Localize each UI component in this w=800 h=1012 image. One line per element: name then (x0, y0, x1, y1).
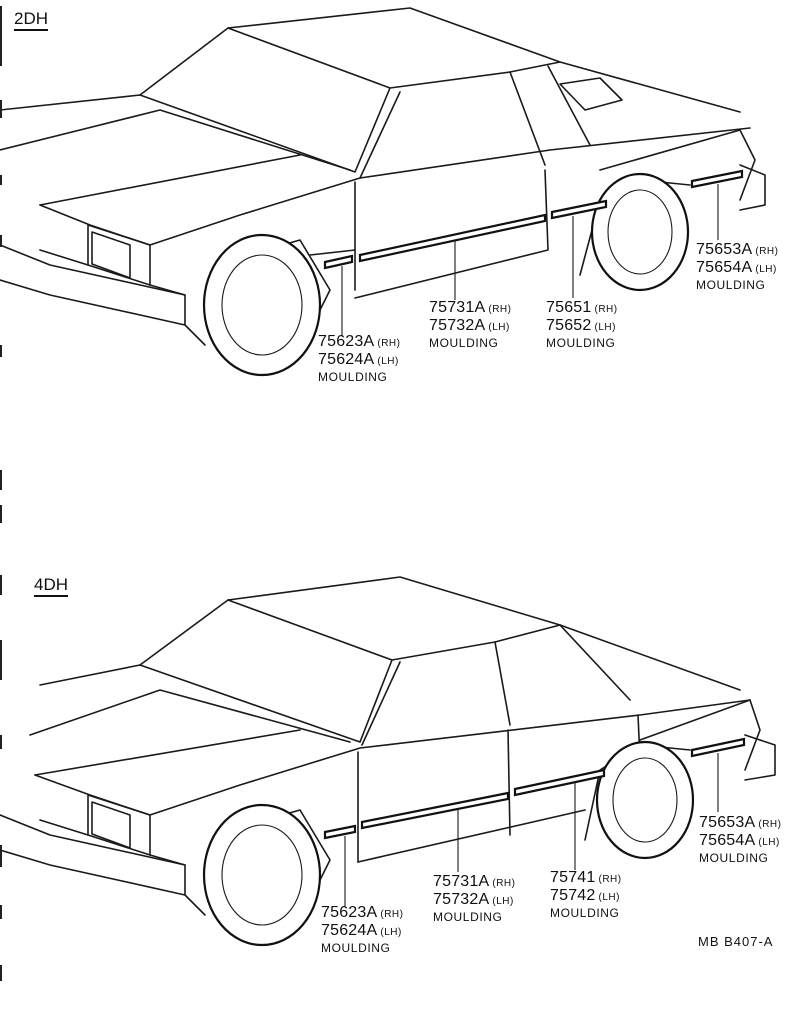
edge-mark (0, 640, 2, 680)
side-lh: (LH) (758, 837, 780, 848)
edge-mark (0, 905, 2, 919)
callout-rear-4dh: 75653A(RH) 75654A(LH) MOULDING (699, 814, 782, 866)
edge-mark (0, 575, 2, 595)
edge-mark (0, 965, 2, 981)
edge-mark (0, 6, 2, 66)
edge-mark (0, 100, 2, 118)
part-number-lh: 75732A (433, 891, 490, 908)
side-rh: (RH) (755, 246, 779, 257)
side-lh: (LH) (492, 896, 514, 907)
part-name: MOULDING (321, 941, 391, 955)
callout-front-door-4dh: 75731A(RH) 75732A(LH) MOULDING (433, 873, 516, 925)
edge-mark (0, 235, 2, 247)
side-rh: (RH) (492, 878, 516, 889)
part-number-rh: 75731A (433, 873, 490, 890)
part-name: MOULDING (546, 336, 616, 350)
headlight-4dh (91, 801, 131, 849)
part-number-rh: 75653A (696, 241, 753, 258)
side-lh: (LH) (594, 322, 616, 333)
front-wheel-2dh (202, 233, 322, 377)
rear-wheel-4dh (595, 740, 695, 860)
moulding-door-2dh (358, 213, 547, 263)
side-rh: (RH) (488, 304, 512, 315)
callout-front-fender-4dh: 75623A(RH) 75624A(LH) MOULDING (321, 904, 404, 956)
moulding-front-door-4dh (360, 791, 510, 830)
part-number-lh: 75652 (546, 317, 592, 334)
callout-rear-door-4dh: 75741(RH) 75742(LH) MOULDING (550, 869, 622, 921)
roof-line-2dh (139, 7, 741, 113)
part-name: MOULDING (429, 336, 499, 350)
roof-line-4dh (139, 576, 741, 691)
part-number-rh: 75731A (429, 299, 486, 316)
part-number-rh: 75623A (318, 333, 375, 350)
callout-door-2dh: 75731A(RH) 75732A(LH) MOULDING (429, 299, 512, 351)
headlight-2dh (91, 231, 131, 279)
part-number-rh: 75741 (550, 869, 596, 886)
edge-mark (0, 505, 2, 523)
part-name: MOULDING (699, 851, 769, 865)
part-number-rh: 75651 (546, 299, 592, 316)
side-lh: (LH) (488, 322, 510, 333)
part-number-lh: 75624A (321, 922, 378, 939)
part-name: MOULDING (318, 370, 388, 384)
part-number-lh: 75654A (699, 832, 756, 849)
side-rh: (RH) (380, 909, 404, 920)
side-rh: (RH) (758, 819, 782, 830)
edge-mark (0, 470, 2, 490)
part-number-lh: 75742 (550, 887, 596, 904)
edge-mark (0, 845, 2, 867)
part-number-lh: 75732A (429, 317, 486, 334)
moulding-rear-4dh (690, 737, 746, 758)
figure-reference: MB B407-A (698, 934, 774, 949)
callout-front-fender-2dh: 75623A(RH) 75624A(LH) MOULDING (318, 333, 401, 385)
rear-wheel-2dh (590, 172, 690, 292)
edge-mark (0, 175, 2, 185)
part-number-rh: 75653A (699, 814, 756, 831)
side-rh: (RH) (377, 338, 401, 349)
moulding-front-fender-4dh (323, 824, 357, 840)
moulding-front-fender-2dh (323, 254, 354, 270)
side-lh: (LH) (755, 264, 777, 275)
side-rh: (RH) (598, 874, 622, 885)
callout-quarter-2dh: 75651(RH) 75652(LH) MOULDING (546, 299, 618, 351)
moulding-rear-2dh (690, 169, 744, 189)
side-lh: (LH) (377, 356, 399, 367)
moulding-quarter-2dh (550, 199, 608, 220)
side-lh: (LH) (598, 892, 620, 903)
car-2dh (0, 7, 766, 377)
part-name: MOULDING (696, 278, 766, 292)
part-number-rh: 75623A (321, 904, 378, 921)
side-lh: (LH) (380, 927, 402, 938)
edge-mark (0, 345, 2, 357)
quarter-window-2dh (559, 77, 623, 111)
section-title-4dh: 4DH (34, 576, 69, 597)
side-rh: (RH) (594, 304, 618, 315)
section-title-2dh: 2DH (14, 10, 49, 31)
part-name: MOULDING (433, 910, 503, 924)
callout-rear-2dh: 75653A(RH) 75654A(LH) MOULDING (696, 241, 779, 293)
car-4dh (0, 576, 776, 947)
part-number-lh: 75654A (696, 259, 753, 276)
moulding-rear-door-4dh (513, 768, 606, 797)
part-name: MOULDING (550, 906, 620, 920)
front-wheel-4dh (202, 803, 322, 947)
edge-mark (0, 735, 2, 749)
part-number-lh: 75624A (318, 351, 375, 368)
